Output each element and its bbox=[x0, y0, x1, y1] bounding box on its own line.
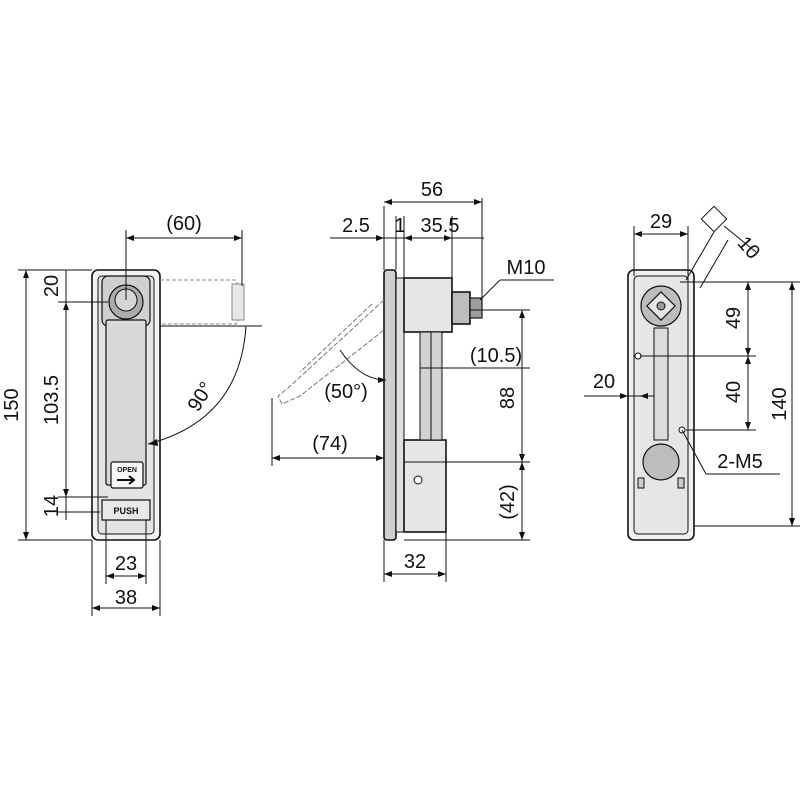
dim-upper: 49 bbox=[723, 307, 745, 329]
dim-bottom-height: 14 bbox=[41, 495, 63, 517]
side-body bbox=[403, 277, 453, 333]
rear-view: 10 29 49 40 140 20 2-M5 bbox=[584, 205, 800, 541]
dim-middle: 40 bbox=[723, 381, 745, 403]
dim-length: 88 bbox=[497, 387, 519, 409]
dim-total-height: 150 bbox=[1, 388, 23, 421]
push-bar bbox=[101, 499, 151, 521]
dim-body-depth: 35.5 bbox=[421, 215, 460, 237]
dim-swing-angle: 90° bbox=[184, 378, 219, 415]
dim-top-width: 29 bbox=[650, 211, 672, 233]
dim-total: 140 bbox=[769, 387, 791, 420]
side-view: (50°) 56 2.5 1 35.5 M10 (10.5) 88 (42) bbox=[271, 179, 554, 582]
dim-handle-reach: (74) bbox=[312, 433, 348, 455]
front-handle-lever bbox=[105, 319, 147, 486]
m10-stud bbox=[451, 291, 471, 325]
dim-base-depth: 32 bbox=[404, 551, 426, 573]
dim-handle-extension: (60) bbox=[166, 213, 202, 235]
dim-lower: (42) bbox=[497, 484, 519, 520]
dim-gap: 1 bbox=[394, 215, 405, 237]
open-label: OPEN bbox=[117, 467, 137, 474]
push-label: PUSH bbox=[113, 506, 138, 516]
dim-open-angle: (50°) bbox=[324, 381, 368, 403]
dim-body-height: 103.5 bbox=[41, 375, 63, 425]
dim-side-offset: 20 bbox=[593, 371, 615, 393]
dim-inner-width: 23 bbox=[115, 553, 137, 575]
dim-offset: (10.5) bbox=[470, 345, 522, 367]
label-screw-holes: 2-M5 bbox=[717, 451, 763, 473]
dim-overall-depth: 56 bbox=[421, 179, 443, 201]
dim-top-height: 20 bbox=[41, 275, 63, 297]
label-thread: M10 bbox=[507, 257, 546, 279]
dim-outer-width: 38 bbox=[115, 587, 137, 609]
dim-plate-thickness: 2.5 bbox=[342, 215, 370, 237]
front-view: OPEN PUSH (60) 90° 150 103.5 20 bbox=[1, 213, 262, 616]
open-badge bbox=[110, 461, 144, 489]
side-plate bbox=[383, 269, 397, 541]
